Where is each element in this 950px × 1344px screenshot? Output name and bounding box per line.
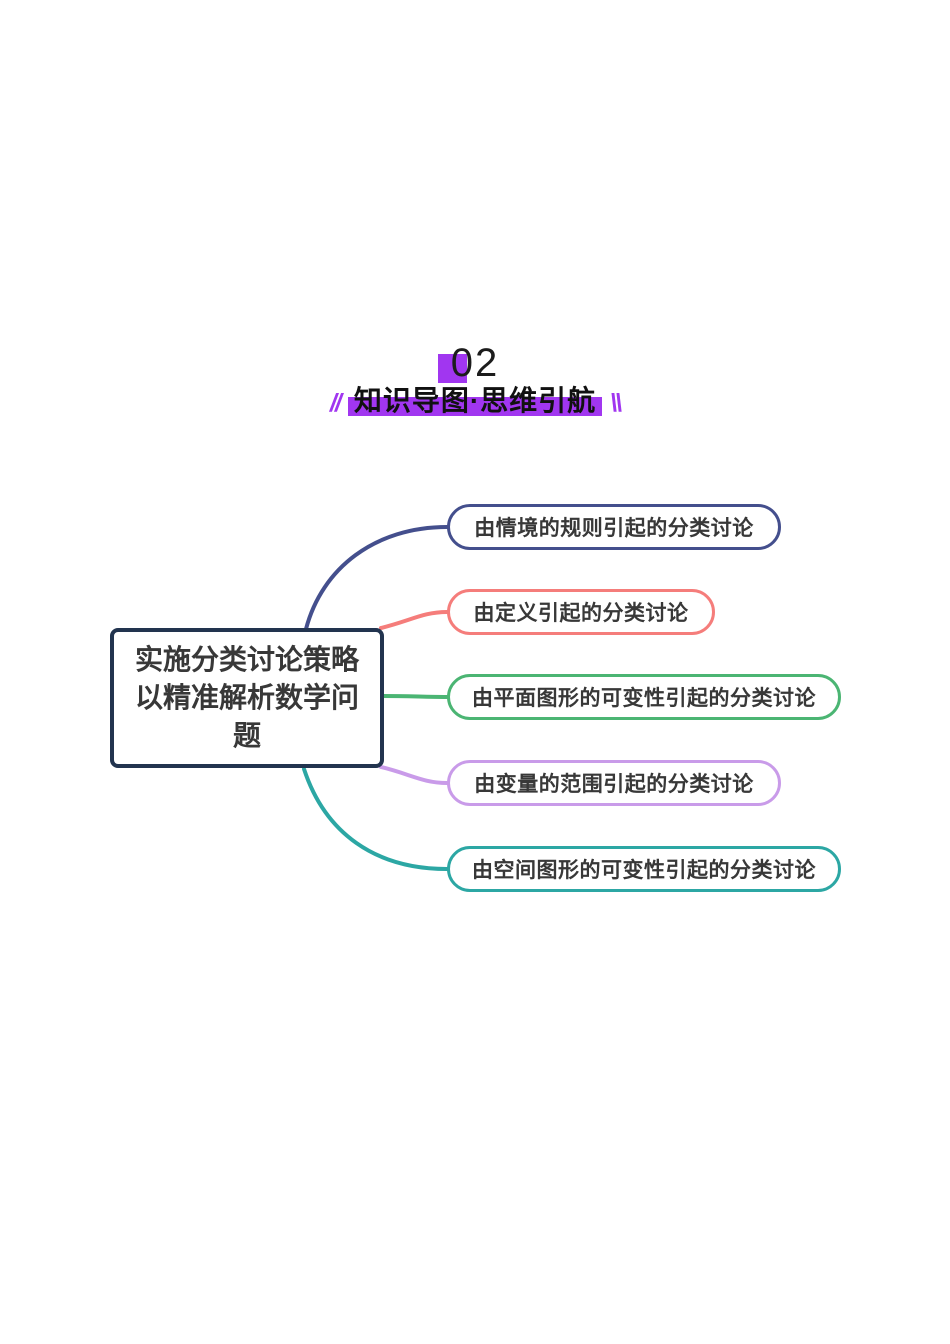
accent-square-decoration bbox=[437, 354, 467, 383]
title-highlight-bar bbox=[347, 397, 603, 416]
root-node-label: 实施分类讨论策略以精准解析数学问题 bbox=[134, 644, 359, 751]
connector-4 bbox=[379, 765, 449, 785]
slash-right-decoration: \\ bbox=[610, 388, 622, 417]
branch-label-2: 由定义引起的分类讨论 bbox=[473, 602, 689, 625]
section-number: 02 bbox=[450, 341, 500, 385]
branch-label-4: 由变量的范围引起的分类讨论 bbox=[474, 773, 754, 796]
section-title-row: // 知识导图·思维引航 \\ bbox=[0, 384, 950, 418]
section-title: 知识导图·思维引航 bbox=[353, 385, 597, 416]
section-title-wrap: 知识导图·思维引航 bbox=[347, 384, 603, 418]
branch-node-4: 由变量的范围引起的分类讨论 bbox=[447, 760, 781, 806]
section-number-row: 02 bbox=[0, 342, 950, 384]
branch-label-1: 由情境的规则引起的分类讨论 bbox=[474, 517, 754, 540]
branch-node-1: 由情境的规则引起的分类讨论 bbox=[447, 504, 781, 550]
branch-label-5: 由空间图形的可变性引起的分类讨论 bbox=[472, 859, 816, 882]
branch-label-3: 由平面图形的可变性引起的分类讨论 bbox=[472, 687, 816, 710]
connector-2 bbox=[379, 610, 449, 630]
branch-node-5: 由空间图形的可变性引起的分类讨论 bbox=[447, 846, 841, 892]
branch-node-3: 由平面图形的可变性引起的分类讨论 bbox=[447, 674, 841, 720]
root-node: 实施分类讨论策略以精准解析数学问题 bbox=[110, 628, 384, 768]
slash-left-decoration: // bbox=[329, 388, 342, 417]
connector-1 bbox=[304, 525, 449, 631]
connector-5 bbox=[302, 767, 449, 871]
section-number-wrap: 02 bbox=[437, 341, 500, 385]
branch-node-2: 由定义引起的分类讨论 bbox=[447, 589, 715, 635]
connector-3 bbox=[381, 694, 449, 699]
